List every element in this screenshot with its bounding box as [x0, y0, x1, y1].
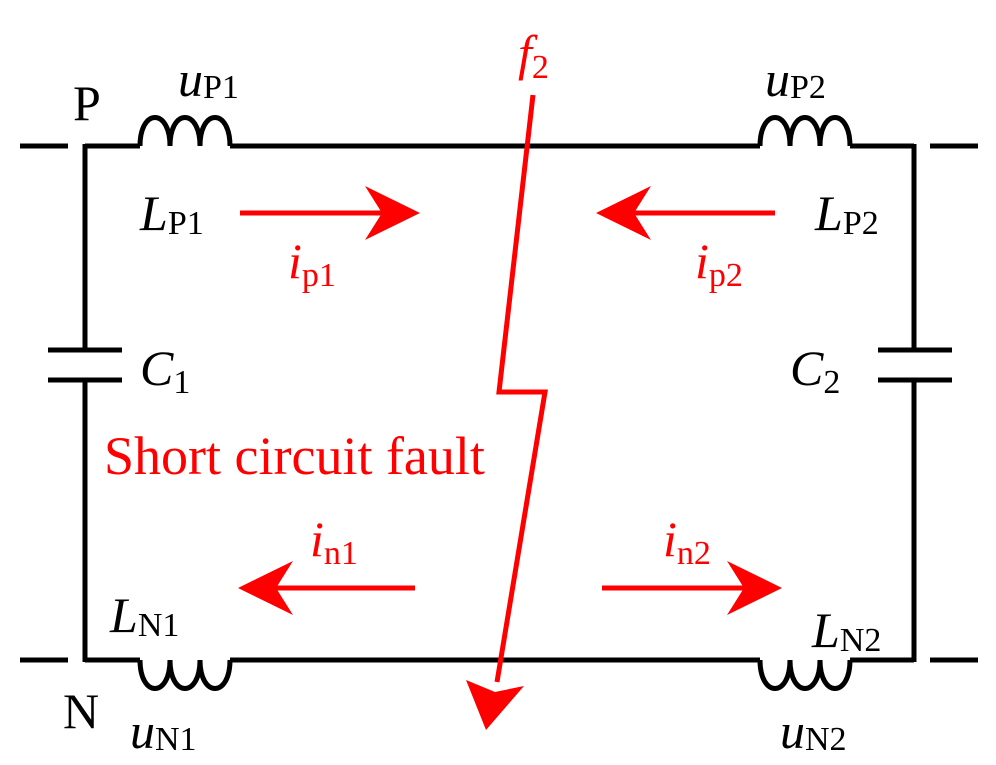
voltage-un2-label: uN2 — [780, 703, 847, 759]
fault-graphics — [240, 94, 775, 683]
inductor-ln2-coil — [757, 659, 853, 691]
current-in1-label: in1 — [310, 511, 358, 572]
current-in2-label: in2 — [663, 511, 711, 572]
capacitor-c1-label: C1 — [140, 340, 190, 401]
inductor-ln2-label: LN2 — [811, 602, 881, 659]
arrow-ip2-head — [596, 186, 651, 240]
circuit-wiring — [20, 115, 978, 691]
arrow-heads — [238, 186, 782, 730]
arrow-ip1-head — [365, 186, 420, 240]
voltage-up1-label: uP1 — [178, 51, 239, 107]
inductor-lp2-coil — [757, 115, 853, 147]
voltage-up2-label: uP2 — [765, 51, 826, 107]
arrow-in2-head — [727, 561, 782, 615]
voltage-un1-label: uN1 — [130, 703, 197, 759]
inductor-ln1-coil — [137, 659, 233, 691]
current-ip2-label: ip2 — [695, 233, 743, 294]
arrow-in1-head — [238, 561, 293, 615]
fault-caption: Short circuit fault — [104, 426, 485, 486]
terminal-p-label: P — [73, 75, 101, 131]
fault-lightning-line — [494, 94, 548, 683]
fault-f2-label: f2 — [518, 25, 549, 86]
terminal-n-label: N — [63, 683, 99, 739]
fault-arrow-head — [466, 680, 524, 730]
inductor-lp2-label: LP2 — [814, 185, 879, 242]
capacitor-c2-label: C2 — [790, 340, 840, 401]
current-ip1-label: ip1 — [288, 233, 336, 294]
inductor-lp1-label: LP1 — [139, 185, 204, 242]
inductor-lp1-coil — [137, 115, 233, 147]
inductor-ln1-label: LN1 — [109, 587, 179, 644]
